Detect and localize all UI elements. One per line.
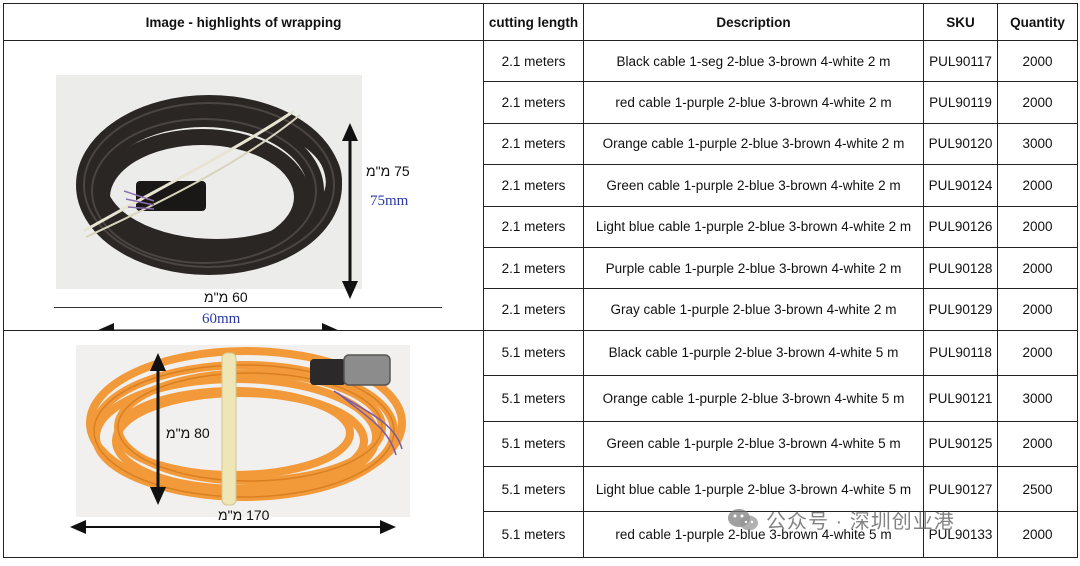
- description: Orange cable 1-purple 2-blue 3-brown 4-w…: [583, 375, 924, 422]
- description: Green cable 1-purple 2-blue 3-brown 4-wh…: [583, 420, 924, 467]
- black-cable-photo: [56, 75, 362, 330]
- table-row: 5.1 meters Orange cable 1-purple 2-blue …: [4, 375, 1078, 422]
- watermark: 公众号 · 深圳创业港: [726, 505, 955, 534]
- quantity: 3000: [997, 122, 1078, 166]
- header-cutting-length: cutting length: [483, 3, 584, 41]
- sku: PUL90124: [923, 164, 998, 207]
- product-table: Image - highlights of wrapping cutting l…: [3, 3, 1078, 558]
- orange-cable-photo: [70, 344, 410, 534]
- table-row: 2.1 meters Gray cable 1-purple 2-blue 3-…: [4, 288, 1078, 331]
- description: Black cable 1-purple 2-blue 3-brown 4-wh…: [583, 329, 924, 377]
- cutting-length: 5.1 meters: [483, 329, 584, 377]
- horizontal-rule: [54, 307, 442, 308]
- dim-vertical-label: 75 מ"מ: [366, 163, 410, 179]
- cutting-length: 2.1 meters: [483, 164, 584, 207]
- cutting-length: 2.1 meters: [483, 205, 584, 248]
- dim-horizontal-mm-label: 60mm: [202, 311, 241, 327]
- dim-horizontal-label: 60 מ"מ: [204, 289, 248, 305]
- sku: PUL90127: [923, 465, 998, 513]
- sku: PUL90133: [923, 511, 998, 558]
- orange-cable-image-cell: 80 מ"מ 170 מ"מ: [3, 329, 484, 558]
- description: Green cable 1-purple 2-blue 3-brown 4-wh…: [583, 164, 924, 207]
- header-quantity: Quantity: [997, 3, 1078, 41]
- table-row: 5.1 meters Green cable 1-purple 2-blue 3…: [4, 420, 1078, 467]
- table-row: 2.1 meters Orange cable 1-purple 2-blue …: [4, 122, 1078, 166]
- quantity: 2000: [997, 511, 1078, 558]
- cutting-length: 5.1 meters: [483, 420, 584, 467]
- quantity: 2000: [997, 164, 1078, 207]
- header-image: Image - highlights of wrapping: [3, 3, 484, 41]
- table-row: 2.1 meters red cable 1-purple 2-blue 3-b…: [4, 81, 1078, 124]
- description: Orange cable 1-purple 2-blue 3-brown 4-w…: [583, 122, 924, 166]
- quantity: 2000: [997, 39, 1078, 83]
- table-row: 75 מ"מ 75mm 60 מ"מ 60mm 2.1 meters Black…: [3, 39, 1078, 331]
- description: Gray cable 1-purple 2-blue 3-brown 4-whi…: [583, 288, 924, 331]
- sku: PUL90126: [923, 205, 998, 248]
- cutting-length: 5.1 meters: [483, 511, 584, 558]
- header-description: Description: [583, 3, 924, 41]
- cutting-length: 2.1 meters: [483, 81, 584, 124]
- sku: PUL90119: [923, 81, 998, 124]
- cutting-length: 5.1 meters: [483, 375, 584, 422]
- sku: PUL90125: [923, 420, 998, 467]
- cutting-length: 2.1 meters: [483, 288, 584, 331]
- table-row: 5.1 meters Light blue cable 1-purple 2-b…: [4, 465, 1078, 513]
- sku: PUL90120: [923, 122, 998, 166]
- table-row: 80 מ"מ 170 מ"מ 5.1 meters Black cable 1-…: [3, 329, 1078, 558]
- table-row: 2.1 meters Light blue cable 1-purple 2-b…: [4, 205, 1078, 248]
- dim-vertical-mm-label: 75mm: [370, 193, 409, 209]
- cutting-length: 2.1 meters: [483, 39, 584, 83]
- description: Light blue cable 1-purple 2-blue 3-brown…: [583, 465, 924, 513]
- sku: PUL90117: [923, 39, 998, 83]
- dim-horizontal-label: 170 מ"מ: [218, 506, 270, 523]
- sku: PUL90129: [923, 288, 998, 331]
- black-cable-image-cell: 75 מ"מ 75mm 60 מ"מ 60mm: [3, 40, 484, 331]
- cutting-length: 2.1 meters: [483, 122, 584, 166]
- description: red cable 1-purple 2-blue 3-brown 4-whit…: [583, 81, 924, 124]
- table-row: 2.1 meters Green cable 1-purple 2-blue 3…: [4, 164, 1078, 207]
- watermark-text: 公众号 · 深圳创业港: [766, 511, 955, 533]
- quantity: 2000: [997, 246, 1078, 290]
- table-header-row: Image - highlights of wrapping cutting l…: [3, 3, 1078, 41]
- quantity: 2500: [997, 465, 1078, 513]
- sku: PUL90128: [923, 246, 998, 290]
- dim-vertical-label: 80 מ"מ: [166, 424, 210, 441]
- quantity: 2000: [997, 329, 1078, 377]
- description: Purple cable 1-purple 2-blue 3-brown 4-w…: [583, 246, 924, 290]
- header-sku: SKU: [923, 3, 998, 41]
- sku: PUL90118: [923, 329, 998, 377]
- description: Light blue cable 1-purple 2-blue 3-brown…: [583, 205, 924, 248]
- table-row: 2.1 meters Purple cable 1-purple 2-blue …: [4, 246, 1078, 290]
- quantity: 2000: [997, 288, 1078, 331]
- description: Black cable 1-seg 2-blue 3-brown 4-white…: [583, 39, 924, 83]
- cutting-length: 5.1 meters: [483, 465, 584, 513]
- cutting-length: 2.1 meters: [483, 246, 584, 290]
- quantity: 2000: [997, 81, 1078, 124]
- wechat-icon: [728, 508, 758, 530]
- quantity: 2000: [997, 420, 1078, 467]
- quantity: 2000: [997, 205, 1078, 248]
- quantity: 3000: [997, 375, 1078, 422]
- sku: PUL90121: [923, 375, 998, 422]
